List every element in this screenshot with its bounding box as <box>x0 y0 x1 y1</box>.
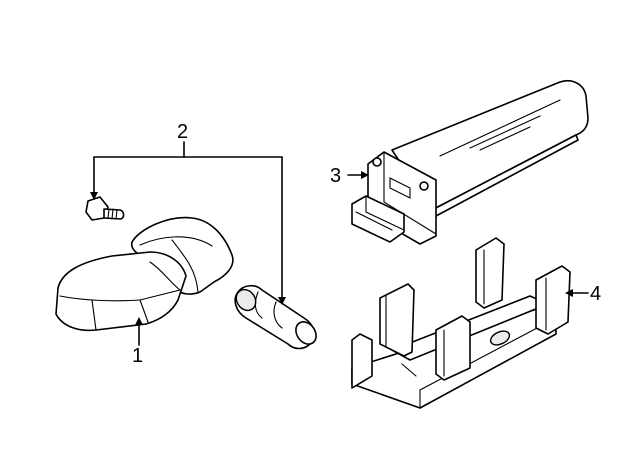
callout-4: 4 <box>590 283 601 305</box>
callout-1: 1 <box>132 345 143 367</box>
mounting-bracket <box>351 237 571 409</box>
leader-lines <box>90 141 589 346</box>
valve-stem <box>234 284 317 350</box>
callout-2: 2 <box>177 121 188 143</box>
callout-3: 3 <box>330 165 341 187</box>
sensor-body <box>55 216 234 332</box>
control-module <box>351 80 589 245</box>
screw <box>85 196 125 221</box>
